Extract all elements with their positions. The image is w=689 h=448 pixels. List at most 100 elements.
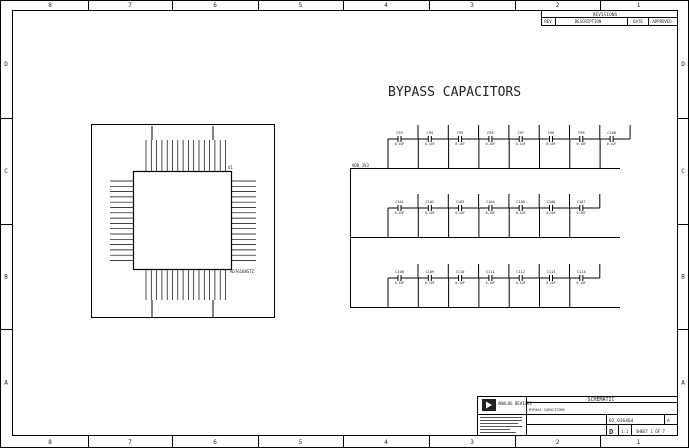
row-label: B <box>681 274 685 281</box>
revision-block: REVISIONS REV DESCRIPTION DATE APPROVED <box>541 10 678 26</box>
capacitor-ref: C101 <box>395 200 404 204</box>
approved-header: APPROVED <box>652 19 672 24</box>
rev-header: REV <box>544 19 552 24</box>
capacitor-ref: C100 <box>607 131 616 135</box>
capacitor-value: 0.1UF <box>607 142 617 146</box>
scale: 1:1 <box>621 429 629 434</box>
column-label: 5 <box>299 439 303 446</box>
capacitor-ref: C102 <box>425 200 434 204</box>
date-header: DATE <box>633 19 643 24</box>
capacitor: C109 0.1UF <box>417 264 449 307</box>
capacitor: C106 0.1UF <box>539 194 570 237</box>
column-label: 6 <box>213 2 217 9</box>
power-net-label: VDD_3V3 <box>352 163 369 168</box>
capacitor-value: 0.1UF <box>486 281 496 285</box>
column-label: 1 <box>637 2 641 9</box>
sheet-size: D <box>609 428 613 436</box>
capacitor: C97 0.1UF <box>508 125 540 168</box>
ic-symbol: U1 AD7616BSTZ <box>91 124 275 318</box>
ic-part: AD7616BSTZ <box>230 269 255 274</box>
revisions-title: REVISIONS <box>593 12 618 18</box>
capacitor-ref: C94 <box>427 131 434 135</box>
capacitor-value: 0.1UF <box>486 142 496 146</box>
sheet-number: SHEET 1 OF 7 <box>636 429 665 434</box>
capacitor-array: VDD_3V3 C930.1UFC940.1UFC950.1UFC960.1UF… <box>350 125 631 308</box>
capacitor-ref: C108 <box>395 270 404 274</box>
capacitor-value: 0.1UF <box>425 211 435 215</box>
capacitor-value: 0.1UF <box>486 211 496 215</box>
column-label: 4 <box>384 2 388 9</box>
capacitor-value: 0.1UF <box>516 211 526 215</box>
capacitor-value: 0.1UF <box>395 281 405 285</box>
capacitor-ref: C112 <box>516 270 525 274</box>
capacitor-value: 0.1UF <box>425 281 435 285</box>
column-label: 3 <box>470 439 474 446</box>
page-title: BYPASS CAPACITORS <box>388 85 521 100</box>
drawing-title: BYPASS CAPACITORS <box>529 408 565 412</box>
capacitor: C104 0.1UF <box>478 194 510 237</box>
capacitor-ref: C95 <box>457 131 464 135</box>
capacitor-value: 0.1UF <box>455 142 465 146</box>
capacitor-ref: C110 <box>456 270 465 274</box>
capacitor-value: 0.1UF <box>576 281 586 285</box>
column-label: 2 <box>556 2 560 9</box>
capacitor: C100 0.1UF <box>599 125 631 168</box>
column-label: 8 <box>48 2 52 9</box>
capacitor: C113 0.1UF <box>539 264 570 307</box>
column-label: 5 <box>299 2 303 9</box>
title-block: ANALOG DEVICES SCHEMATIC BYPASS CAPACITO… <box>477 396 678 436</box>
column-label: 6 <box>213 439 217 446</box>
capacitor-value: 0.1UF <box>516 281 526 285</box>
capacitor-value: 0.1UF <box>395 142 405 146</box>
company-name: ANALOG DEVICES <box>498 401 532 406</box>
capacitor: C103 0.1UF <box>448 194 480 237</box>
capacitor: C101 0.1UF <box>387 194 419 237</box>
capacitor: C95 0.1UF <box>448 125 480 168</box>
column-label: 7 <box>128 439 132 446</box>
capacitor: C108 0.1UF <box>387 264 419 307</box>
capacitor-value: 0.1UF <box>546 281 556 285</box>
capacitor-value: 0.1UF <box>546 211 556 215</box>
capacitor-ref: C106 <box>547 200 556 204</box>
row-label: A <box>681 380 685 387</box>
title-block-heading: SCHEMATIC <box>587 397 614 403</box>
column-label: 1 <box>637 439 641 446</box>
row-label: C <box>4 168 8 175</box>
capacitor-ref: C109 <box>425 270 434 274</box>
inner-border <box>12 10 678 436</box>
capacitor-ref: C114 <box>577 270 586 274</box>
capacitor: C105 0.1UF <box>508 194 540 237</box>
capacitor-ref: C98 <box>548 131 555 135</box>
row-label: A <box>4 380 8 387</box>
drawing-number: 02_036464 <box>609 418 634 424</box>
row-label: D <box>681 61 685 68</box>
capacitor-value: 0.1UF <box>395 211 405 215</box>
capacitor-ref: C105 <box>516 200 525 204</box>
capacitor-value: 0.1UF <box>455 211 465 215</box>
capacitor-value: 0.1UF <box>516 142 526 146</box>
description-header: DESCRIPTION <box>575 19 602 24</box>
capacitor: C112 0.1UF <box>508 264 540 307</box>
capacitor-ref: C103 <box>456 200 465 204</box>
capacitor-ref: C113 <box>547 270 556 274</box>
column-label: 7 <box>128 2 132 9</box>
capacitor-ref: C111 <box>486 270 495 274</box>
capacitor-ref: C93 <box>396 131 403 135</box>
capacitor: C93 0.1UF <box>387 125 419 168</box>
capacitor-ref: C99 <box>578 131 585 135</box>
capacitor-ref: C104 <box>486 200 495 204</box>
capacitor: C111 0.1UF <box>478 264 510 307</box>
capacitor: C102 0.1UF <box>417 194 449 237</box>
capacitor-value: 0.1UF <box>576 211 586 215</box>
revision: A <box>667 418 670 424</box>
capacitor-ref: C97 <box>517 131 524 135</box>
